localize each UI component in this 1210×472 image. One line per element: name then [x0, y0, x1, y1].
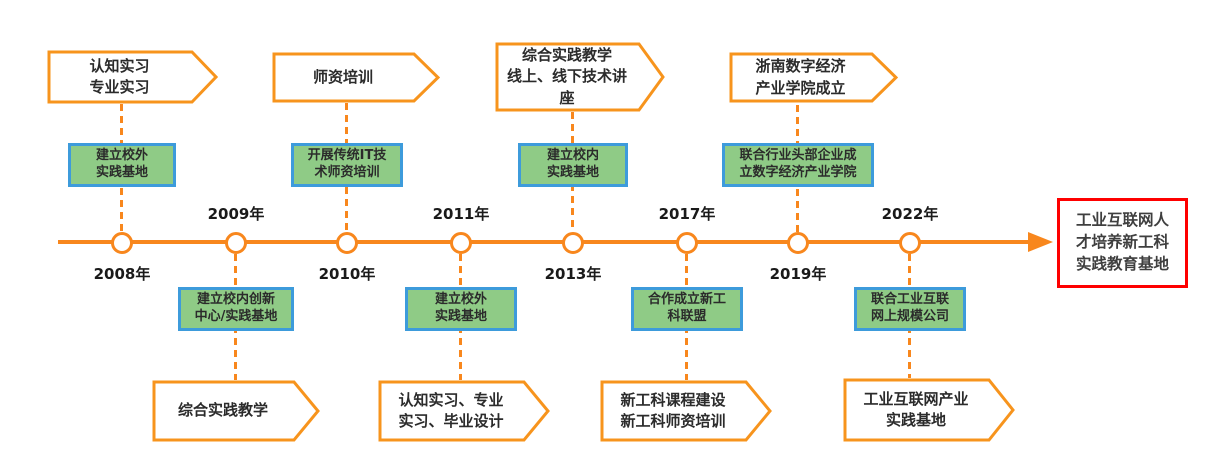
banner-2011: 认知实习、专业 实习、毕业设计 [378, 380, 550, 442]
year-label-2011: 2011年 [432, 205, 490, 223]
milestone-box-2009: 建立校内创新 中心/实践基地 [178, 287, 294, 331]
timeline-node-2022 [899, 232, 921, 254]
year-label-2009: 2009年 [207, 205, 265, 223]
milestone-box-2013: 建立校内 实践基地 [518, 143, 628, 187]
timeline-node-2010 [336, 232, 358, 254]
banner-2013: 综合实践教学 线上、线下技术讲 座 [495, 42, 665, 112]
banner-2010: 师资培训 [272, 52, 440, 103]
timeline-node-2009 [225, 232, 247, 254]
banner-label: 认知实习 专业实习 [89, 56, 150, 96]
result-box: 工业互联网人 才培养新工科 实践教育基地 [1057, 198, 1188, 288]
milestone-box-2011: 建立校外 实践基地 [405, 287, 517, 331]
chevron-shape-icon [843, 378, 1015, 442]
year-label-2013: 2013年 [544, 265, 602, 283]
chevron-shape-icon [152, 380, 320, 442]
banner-label: 师资培训 [312, 67, 373, 86]
milestone-box-2017: 合作成立新工 科联盟 [631, 287, 743, 331]
banner-label: 工业互联网产业 实践基地 [863, 389, 969, 429]
chevron-shape-icon [600, 380, 772, 442]
banner-2008: 认知实习 专业实习 [47, 50, 218, 104]
banner-label: 综合实践教学 线上、线下技术讲 座 [506, 46, 627, 107]
chevron-shape-icon [378, 380, 550, 442]
banner-label: 综合实践教学 [177, 401, 268, 420]
timeline-node-2011 [450, 232, 472, 254]
year-label-2019: 2019年 [769, 265, 827, 283]
timeline-node-2019 [787, 232, 809, 254]
timeline-node-2008 [111, 232, 133, 254]
milestone-box-2019: 联合行业头部企业成 立数字经济产业学院 [722, 143, 874, 187]
year-label-2010: 2010年 [318, 265, 376, 283]
year-label-2022: 2022年 [881, 205, 939, 223]
chevron-shape-icon [272, 52, 440, 103]
banner-2009: 综合实践教学 [152, 380, 320, 442]
axis-arrowhead-icon [1028, 232, 1053, 252]
year-label-2008: 2008年 [93, 265, 151, 283]
timeline-axis [58, 240, 1030, 244]
milestone-box-2022: 联合工业互联 网上规模公司 [854, 287, 966, 331]
timeline-node-2017 [676, 232, 698, 254]
year-label-2017: 2017年 [658, 205, 716, 223]
banner-label: 认知实习、专业 实习、毕业设计 [398, 390, 504, 430]
banner-label: 新工科课程建设 新工科师资培训 [620, 390, 726, 430]
milestone-box-2008: 建立校外 实践基地 [68, 143, 176, 187]
banner-label: 浙南数字经济 产业学院成立 [755, 57, 846, 97]
chevron-shape-icon [495, 42, 665, 112]
chevron-shape-icon [47, 50, 218, 104]
banner-2019: 浙南数字经济 产业学院成立 [729, 52, 898, 103]
banner-2022: 工业互联网产业 实践基地 [843, 378, 1015, 442]
banner-2017: 新工科课程建设 新工科师资培训 [600, 380, 772, 442]
timeline-node-2013 [562, 232, 584, 254]
chevron-shape-icon [729, 52, 898, 103]
milestone-box-2010: 开展传统IT技 术师资培训 [291, 143, 403, 187]
